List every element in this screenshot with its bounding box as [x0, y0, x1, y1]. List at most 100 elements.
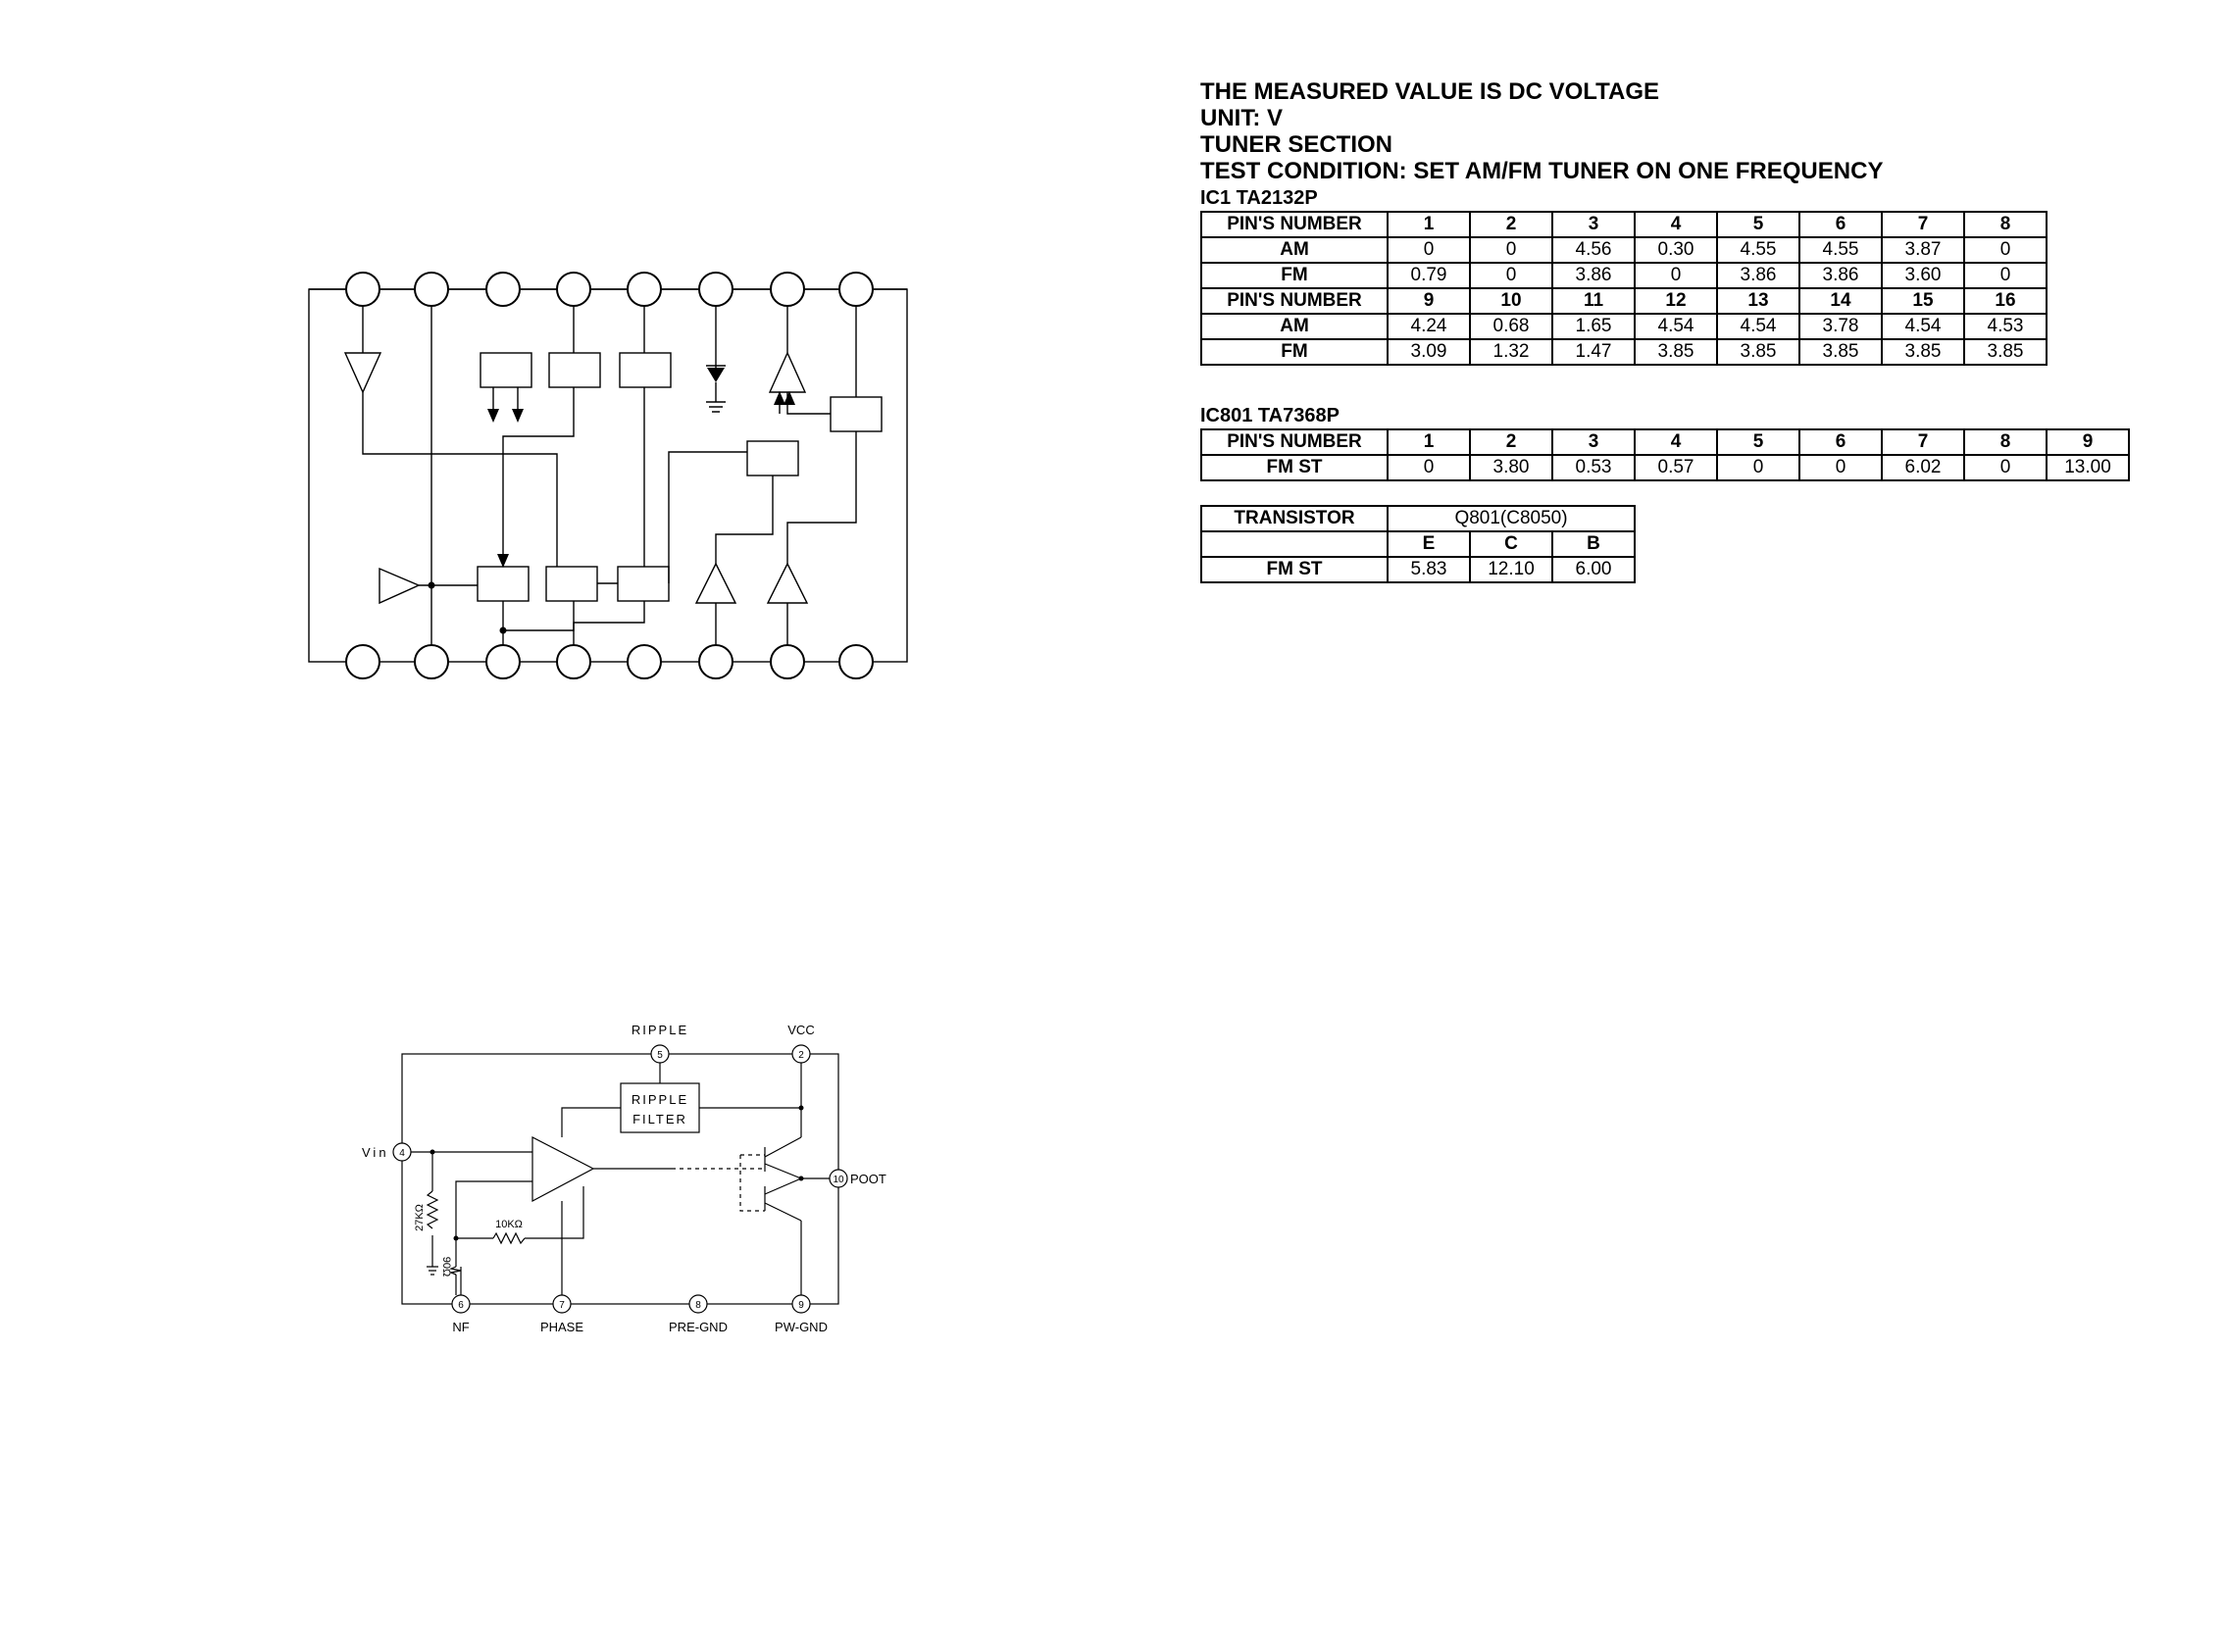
voltage-cell: 4.54	[1634, 313, 1718, 340]
power-amp-diagram: RIPPLE VCC Vin POOT NF PHASE PRE-GND PW-…	[362, 1023, 886, 1334]
pin-number-cell: 10	[1469, 287, 1553, 315]
table-cell: 5.83	[1387, 556, 1471, 583]
voltage-cell: 13.00	[2046, 454, 2130, 481]
row-label: FM	[1200, 262, 1389, 289]
transistor-part: Q801(C8050)	[1387, 505, 1636, 532]
block-box-7	[545, 566, 598, 602]
voltage-cell: 3.87	[1881, 236, 1965, 264]
voltage-cell: 0.79	[1387, 262, 1471, 289]
block-box-8	[617, 566, 670, 602]
row-label: FM ST	[1200, 556, 1389, 583]
opamp-triangle	[531, 1136, 595, 1202]
table-cell: 12.10	[1469, 556, 1553, 583]
pin-number: 10	[833, 1175, 844, 1185]
voltage-cell: 0	[1716, 454, 1800, 481]
ripple-label: RIPPLE	[632, 1023, 688, 1037]
nf-label: NF	[452, 1320, 469, 1334]
pin-number: 2	[798, 1050, 804, 1061]
arrow-up-1	[774, 391, 785, 405]
table-row: FM ST 5.83 12.10 6.00	[1200, 556, 1636, 583]
pin-number-cell: 3	[1551, 211, 1636, 238]
block-box-5	[830, 396, 883, 432]
pin-number-cell: 5	[1716, 211, 1800, 238]
amp-triangle-left	[379, 567, 421, 605]
voltage-cell: 4.53	[1963, 313, 2048, 340]
block-box-3	[619, 352, 672, 388]
voltage-cell: 4.54	[1716, 313, 1800, 340]
transistor-label: TRANSISTOR	[1200, 505, 1389, 532]
header-line-2: UNIT: V	[1200, 105, 1283, 131]
ic1-block-diagram	[308, 272, 908, 679]
pin-number: 4	[399, 1148, 405, 1159]
pin-number-cell: 5	[1716, 428, 1800, 456]
pout-label: POOT	[850, 1172, 886, 1186]
pin-number: 9	[798, 1300, 804, 1311]
voltage-cell: 0.57	[1634, 454, 1718, 481]
filter-label-1: RIPPLE	[632, 1092, 688, 1107]
pin-number: 8	[695, 1300, 701, 1311]
block-box-1	[480, 352, 532, 388]
ic1-label: IC1 TA2132P	[1200, 187, 1318, 209]
voltage-cell: 3.86	[1716, 262, 1800, 289]
pin-number-cell: 8	[1963, 428, 2048, 456]
filter-label-2: FILTER	[632, 1112, 687, 1126]
junction-dot	[499, 626, 507, 634]
pin-number: 5	[657, 1050, 663, 1061]
block-box-2	[548, 352, 601, 388]
table-cell: 6.00	[1551, 556, 1636, 583]
amp-triangle-pin1	[343, 352, 382, 394]
vcc-label: VCC	[787, 1023, 814, 1037]
pin-number-cell: 2	[1469, 428, 1553, 456]
pin-number-cell: 4	[1634, 428, 1718, 456]
pin-number-cell: 9	[1387, 287, 1471, 315]
row-label: AM	[1200, 236, 1389, 264]
voltage-cell: 0.53	[1551, 454, 1636, 481]
ic801-label: IC801 TA7368P	[1200, 405, 1340, 426]
pin-number-cell: 9	[2046, 428, 2130, 456]
row-label: AM	[1200, 313, 1389, 340]
voltage-cell: 1.65	[1551, 313, 1636, 340]
table-cell	[1200, 530, 1389, 558]
header-line-1: THE MEASURED VALUE IS DC VOLTAGE	[1200, 78, 1660, 105]
pin-8	[688, 1294, 708, 1314]
table-row: E C B	[1200, 530, 1636, 558]
transistor-voltage-table: TRANSISTOR Q801(C8050) E C B FM ST 5.83 …	[1200, 505, 1636, 583]
arrow-down-3	[497, 554, 509, 568]
voltage-cell: 0	[1387, 454, 1471, 481]
phase-label: PHASE	[540, 1320, 583, 1334]
voltage-cell: 4.55	[1798, 236, 1883, 264]
pin-number-cell: 13	[1716, 287, 1800, 315]
pin-number-cell: 1	[1387, 428, 1471, 456]
pin-number-cell: 11	[1551, 287, 1636, 315]
resistor-10k-label: 10KΩ	[495, 1219, 523, 1230]
resistor-27k-label: 27KΩ	[414, 1204, 426, 1231]
header-line-3: TUNER SECTION	[1200, 131, 1393, 158]
pin-number-cell: 1	[1387, 211, 1471, 238]
voltage-cell: 3.86	[1551, 262, 1636, 289]
pin-number-cell: 3	[1551, 428, 1636, 456]
pin-number-cell: 6	[1798, 428, 1883, 456]
arrow-up-2	[784, 391, 795, 405]
pin-number-cell: 12	[1634, 287, 1718, 315]
pin-number: 7	[559, 1300, 565, 1311]
pin-number-cell: 14	[1798, 287, 1883, 315]
voltage-cell: 3.80	[1469, 454, 1553, 481]
terminal-e: E	[1387, 530, 1471, 558]
amp-triangle-pin7	[768, 351, 807, 393]
terminal-b: B	[1551, 530, 1636, 558]
voltage-cell: 0	[1634, 262, 1718, 289]
pin-number-cell: 16	[1963, 287, 2048, 315]
amp-triangle-pin14	[766, 562, 809, 604]
header-line-4: TEST CONDITION: SET AM/FM TUNER ON ONE F…	[1200, 158, 1884, 184]
pin-number-cell: 15	[1881, 287, 1965, 315]
pin-number: 6	[458, 1300, 464, 1311]
junction-dot	[428, 581, 435, 589]
pin-number-cell: 6	[1798, 211, 1883, 238]
voltage-cell: 3.85	[1634, 338, 1718, 366]
